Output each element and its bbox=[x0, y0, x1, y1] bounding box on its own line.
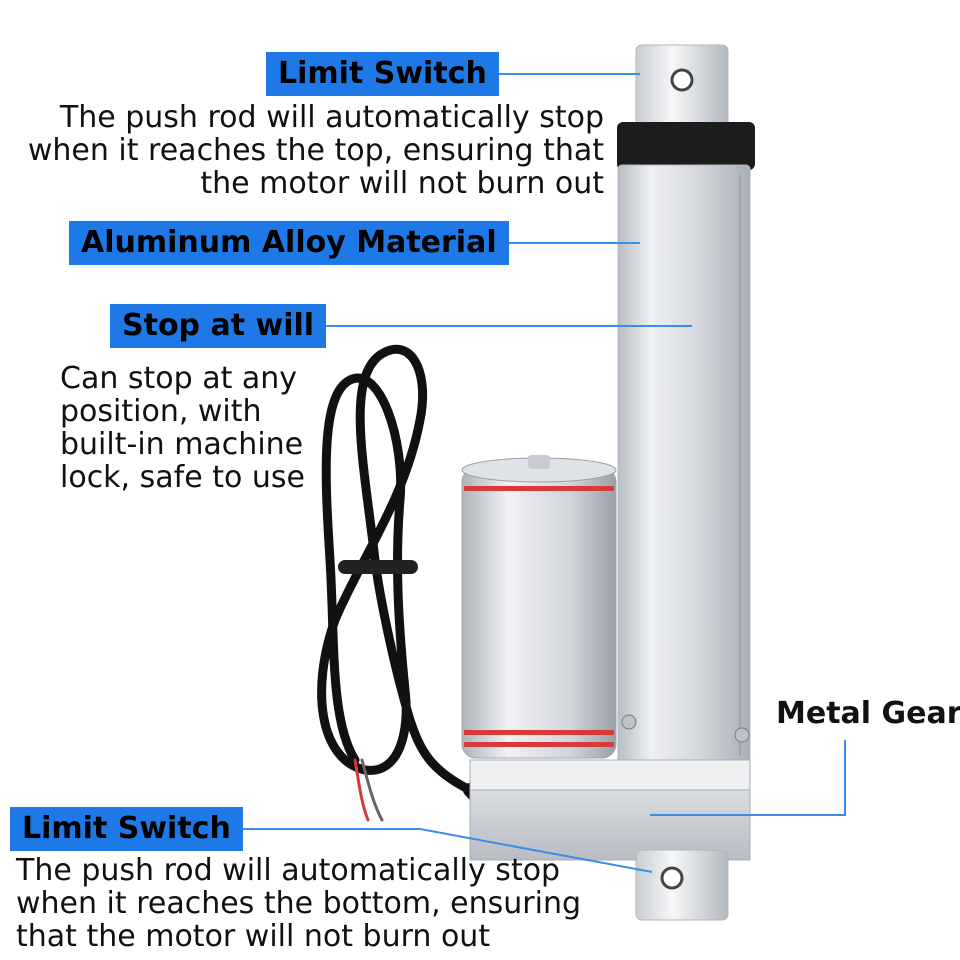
cable-wire-ends bbox=[353, 758, 384, 822]
tube-black-cap bbox=[617, 122, 755, 170]
push-rod-top bbox=[635, 44, 729, 136]
aluminum-alloy-label: Aluminum Alloy Material bbox=[69, 221, 509, 265]
limit-switch-top-label: Limit Switch bbox=[266, 52, 499, 96]
description-line: The push rod will automatically stop bbox=[16, 853, 561, 888]
push-rod-bottom bbox=[635, 849, 729, 921]
metal-gear-label: Metal Gear bbox=[776, 696, 960, 731]
description-line: built-in machine bbox=[60, 427, 304, 462]
stop-at-will-description: Can stop at any position, with built-in … bbox=[60, 362, 305, 494]
leader-lines bbox=[228, 73, 846, 873]
dc-motor bbox=[461, 455, 617, 759]
description-line: when it reaches the top, ensuring that bbox=[27, 133, 604, 168]
description-line: position, with bbox=[60, 394, 262, 429]
limit-switch-bottom-label: Limit Switch bbox=[10, 807, 243, 851]
description-line: Can stop at any bbox=[60, 361, 298, 396]
description-line: lock, safe to use bbox=[60, 460, 305, 495]
description-line: The push rod will automatically stop bbox=[59, 100, 604, 135]
stop-at-will-label: Stop at will bbox=[110, 304, 327, 348]
cable-tie bbox=[338, 560, 418, 574]
description-line: when it reaches the bottom, ensuring bbox=[16, 886, 582, 921]
description-line: that the motor will not burn out bbox=[16, 919, 491, 954]
limit-switch-bottom-description: The push rod will automatically stop whe… bbox=[16, 854, 581, 953]
limit-switch-top-description: The push rod will automatically stop whe… bbox=[28, 101, 604, 200]
description-line: the motor will not burn out bbox=[200, 166, 604, 201]
gear-housing bbox=[469, 714, 751, 861]
aluminum-tube bbox=[617, 164, 751, 766]
